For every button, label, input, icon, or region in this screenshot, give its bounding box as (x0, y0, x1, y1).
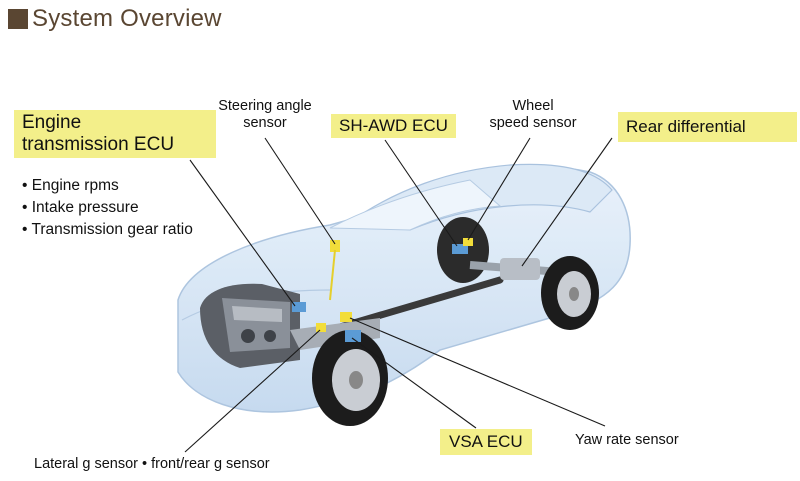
page-title: System Overview (32, 5, 222, 32)
wheel-speed-sensor-line2: speed sensor (489, 114, 577, 131)
yaw-rate-sensor-marker (340, 312, 352, 322)
lateral-g-leader (184, 329, 321, 453)
steering-angle-sensor-line2: sensor (243, 114, 287, 131)
lateral-g-sensor-marker (316, 323, 326, 332)
engine-ecu-label: Engine transmission ECU (14, 110, 216, 158)
wheel-speed-sensor-line1: Wheel (512, 98, 554, 114)
lateral-g-sensor-label: Lateral g sensor • front/rear g sensor (34, 456, 270, 472)
rear-differential-housing (500, 258, 540, 280)
sh-awd-leader (384, 139, 458, 247)
engine-ecu-marker (292, 302, 306, 312)
list-item: Engine rpms (22, 175, 193, 197)
steering-column (329, 249, 336, 301)
steering-leader (264, 137, 336, 245)
engine-ecu-label-line2: transmission ECU (22, 133, 175, 155)
yaw-rate-sensor-label: Yaw rate sensor (575, 432, 679, 448)
page-header: System Overview (8, 4, 222, 34)
vsa-ecu-label: VSA ECU (440, 429, 532, 455)
engine-block (200, 283, 300, 368)
front-right-wheel (312, 330, 388, 426)
wheel-speed-sensor-label: Wheel speed sensor (478, 98, 588, 131)
rear-diff-leader (521, 137, 613, 267)
steering-angle-sensor-label: Steering angle sensor (200, 98, 330, 131)
title-square-icon (8, 9, 28, 29)
yaw-rate-leader (349, 317, 606, 427)
wheel-speed-leader (467, 137, 531, 241)
rear-right-wheel (541, 256, 599, 330)
car-windshield (329, 179, 502, 231)
sh-awd-ecu-marker (452, 244, 468, 254)
list-item: Intake pressure (22, 197, 193, 219)
vsa-leader (351, 337, 477, 429)
engine-ecu-label-line1: Engine (22, 112, 82, 133)
vsa-ecu-marker (345, 330, 361, 342)
wheel-speed-sensor-marker (463, 238, 473, 246)
steering-sensor-marker (330, 240, 340, 252)
rear-differential-label: Rear differential (618, 112, 797, 142)
leader-lines (184, 137, 613, 453)
engine-ecu-leader (189, 159, 296, 307)
steering-angle-sensor-line1: Steering angle (218, 98, 312, 114)
engine-ecu-inputs-list: Engine rpms Intake pressure Transmission… (22, 175, 193, 241)
sh-awd-ecu-label: SH-AWD ECU (331, 114, 456, 138)
list-item: Transmission gear ratio (22, 219, 192, 241)
